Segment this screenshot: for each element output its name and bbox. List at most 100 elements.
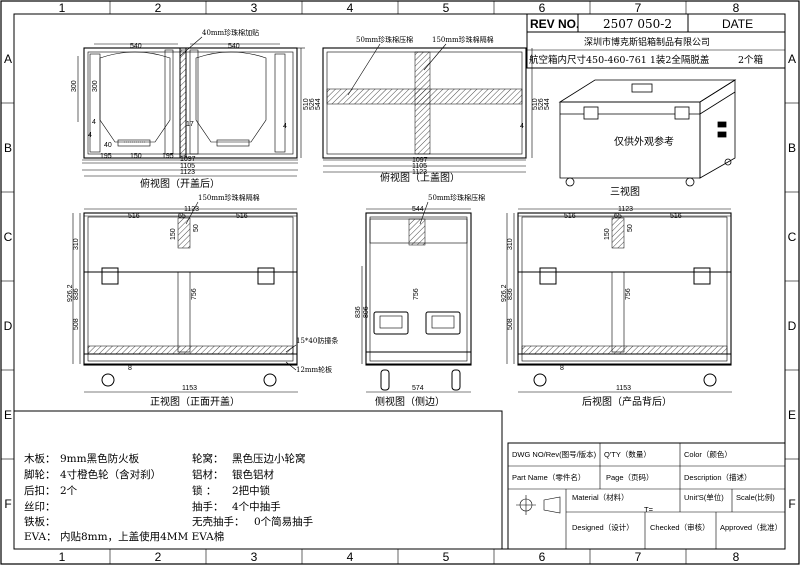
spec-label-handle: 抽手：	[192, 500, 224, 513]
tb-dwg-label: DWG NO/Rev(图号/版本)	[512, 449, 597, 459]
top-title-block: REV NO. 2507 050-2 DATE 深圳市博克斯铝箱制品有限公司 航…	[526, 13, 786, 69]
spec-label-iron: 铁板：	[24, 515, 56, 528]
dim-150: 150	[130, 153, 142, 160]
spec-label-aluminum: 铝材：	[192, 468, 224, 481]
dim-back-516b: 516	[670, 213, 682, 220]
spec-value-board: 9mm黑色防火板	[60, 452, 140, 465]
col-label-3: 3	[251, 1, 258, 15]
note-front-divider-foam: 150mm珍珠棉隔棉	[198, 193, 260, 202]
dim-526: 526	[309, 98, 316, 110]
col-label-3-bottom: 3	[251, 550, 258, 564]
tb-desc-label: Description（描述）	[684, 472, 752, 482]
dim-195b: 195	[162, 153, 174, 160]
caption-three-view: 三视图	[610, 185, 640, 198]
date-label: DATE	[722, 17, 753, 31]
caption-top-lid: 俯视图（上盖图）	[380, 171, 460, 184]
dim-side-836: 836	[355, 306, 362, 318]
dim-lid-544: 544	[544, 98, 551, 110]
bottom-title-block	[507, 442, 786, 550]
top-open-view	[77, 43, 305, 177]
col-label-4: 4	[347, 1, 354, 15]
dim-300a: 300	[71, 80, 78, 92]
spec-label-latch: 后扣：	[24, 484, 56, 497]
dim-40: 40	[104, 142, 112, 149]
dim-lid-1123: 1123	[412, 169, 427, 176]
dim-195a: 195	[100, 153, 112, 160]
row-label-c-right: C	[788, 230, 797, 244]
spec-label-print: 丝印：	[24, 501, 56, 513]
dim-540b: 540	[228, 43, 240, 50]
row-label-e: E	[4, 408, 12, 422]
dim-front-836: 836	[73, 288, 80, 300]
tb-qty-label: Q'TY（数量）	[604, 449, 651, 459]
dim-4a: 4	[92, 119, 96, 126]
col-label-7-bottom: 7	[635, 550, 642, 564]
spec-label-board: 木板：	[24, 452, 56, 465]
tb-units-label: Unit'S(单位)	[684, 492, 724, 502]
dim-back-516a: 516	[564, 213, 576, 220]
row-label-a-right: A	[788, 52, 796, 66]
company-name: 深圳市博克斯铝箱制品有限公司	[584, 36, 710, 48]
caption-side: 侧视图（侧边）	[375, 395, 445, 408]
dim-lid-1097: 1097	[412, 157, 428, 164]
dim-17: 17	[186, 121, 194, 128]
three-view-drawing	[558, 79, 737, 187]
row-label-f-right: F	[788, 497, 795, 511]
col-label-5: 5	[443, 1, 450, 15]
row-label-f: F	[4, 497, 11, 511]
rev-label: REV NO.	[530, 17, 579, 31]
note-front-wheel-board: 12mm轮板	[296, 365, 332, 374]
case-spec: 航空箱内尺寸450-460-761 1装2全隔脱盖	[529, 54, 710, 66]
col-label-2-bottom: 2	[155, 550, 162, 564]
spec-label-shellless-handle: 无壳抽手：	[192, 515, 245, 528]
dim-back-310: 310	[507, 238, 514, 250]
front-view	[72, 208, 298, 393]
note-foam-top-open: 40mm珍珠棉加贴	[202, 28, 259, 37]
note-front-bumper-strip: 15*40防撞条	[296, 336, 338, 345]
spec-value-lock: 2把中锁	[232, 484, 271, 497]
dim-front-65: 65	[178, 213, 186, 220]
tb-designed-label: Designed（设计）	[572, 522, 634, 532]
top-lid-view	[322, 47, 533, 173]
dim-lid-526: 526	[538, 98, 545, 110]
tb-thickness-label: T=	[644, 505, 654, 514]
caption-top-open: 俯视图（开盖后）	[140, 177, 220, 190]
row-label-c: C	[4, 230, 13, 244]
spec-label-eva: EVA：	[24, 531, 57, 543]
row-label-e-right: E	[788, 408, 796, 422]
dim-1097: 1097	[180, 156, 196, 163]
dim-side-756: 756	[413, 288, 420, 300]
caption-back: 后视图（产品背后）	[582, 395, 672, 408]
col-label-6: 6	[539, 1, 546, 15]
row-label-d-right: D	[788, 319, 797, 333]
dim-front-1153: 1153	[182, 385, 197, 392]
case-qty: 2个箱	[738, 54, 763, 66]
dim-back-836: 836	[507, 288, 514, 300]
dim-front-508: 508	[73, 318, 80, 330]
dim-lid-4: 4	[520, 123, 524, 130]
col-label-2: 2	[155, 1, 162, 15]
dim-side-544: 544	[412, 206, 424, 213]
spec-box	[13, 410, 503, 550]
dim-front-516a: 516	[128, 213, 140, 220]
tb-approved-label: Approved（批准）	[720, 522, 782, 532]
col-label-8: 8	[733, 1, 740, 15]
dim-544: 544	[315, 98, 322, 110]
spec-value-caster: 4寸橙色轮（含对刹）	[60, 468, 161, 481]
dim-front-756: 756	[191, 288, 198, 300]
row-label-b-right: B	[788, 141, 796, 155]
dim-lid-510: 510	[532, 98, 539, 110]
dim-4-right: 4	[283, 123, 287, 130]
spec-value-handle: 4个中抽手	[232, 500, 281, 513]
dim-540a: 540	[130, 43, 142, 50]
dim-back-926: 926.2	[501, 284, 508, 302]
dim-back-756: 756	[625, 288, 632, 300]
note-side-press-foam: 50mm珍珠棉压棉	[428, 193, 485, 202]
row-label-a: A	[4, 52, 12, 66]
tb-checked-label: Checked（审核）	[650, 522, 710, 532]
note-top-lid-divider-foam: 150mm珍珠棉隔棉	[432, 35, 494, 44]
dim-back-1123: 1123	[618, 206, 633, 213]
dim-back-150: 150	[604, 228, 611, 240]
